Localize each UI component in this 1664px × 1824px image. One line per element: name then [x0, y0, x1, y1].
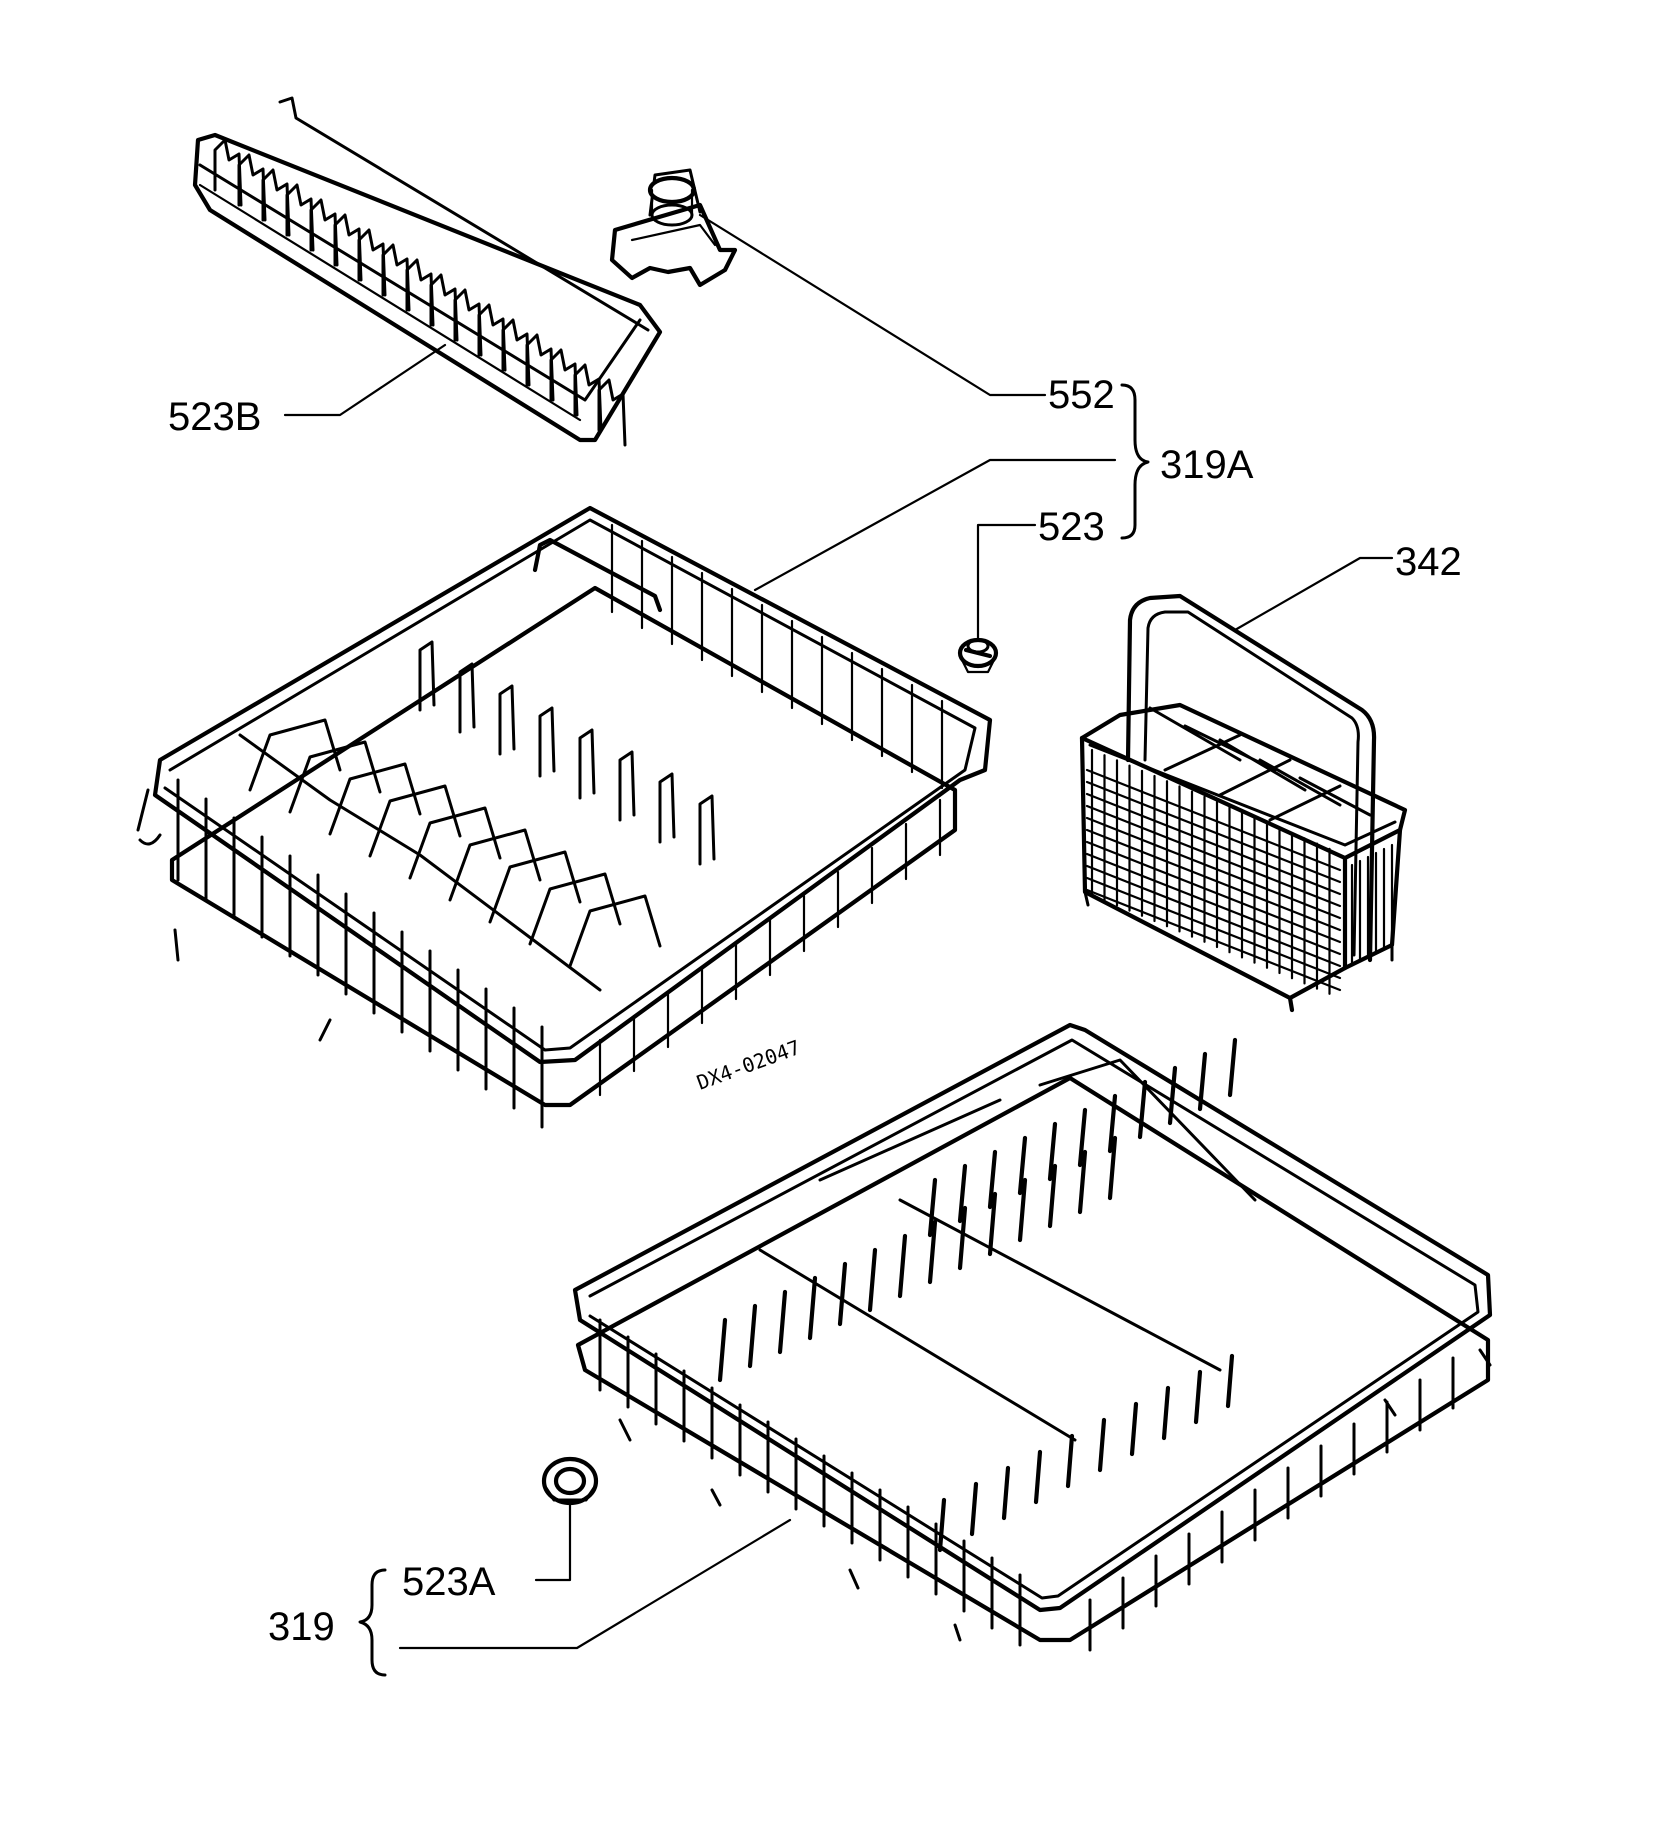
part-523b-tines — [213, 138, 627, 447]
label-523a: 523A — [402, 1560, 496, 1604]
leader-lines — [283, 213, 1394, 1650]
part-319a-side-posts — [176, 523, 944, 1129]
label-319: 319 — [268, 1605, 335, 1649]
part-523-small-roller — [957, 637, 999, 674]
part-342-cutlery-basket — [1079, 593, 1408, 1013]
part-319-wire-tines — [717, 1037, 1238, 1553]
bracket-319a — [1120, 383, 1150, 540]
part-523a-roller — [541, 1456, 599, 1506]
part-319-side-posts — [598, 1318, 1455, 1652]
bracket-319 — [358, 1568, 387, 1677]
label-552: 552 — [1048, 373, 1115, 417]
part-342-basket-mesh — [1085, 748, 1394, 995]
part-319a-upper-basket — [136, 505, 993, 1129]
part-523b-plate-support — [192, 96, 663, 447]
label-342: 342 — [1395, 540, 1462, 584]
part-319-lower-basket — [572, 1022, 1493, 1652]
label-523b: 523B — [168, 395, 261, 439]
label-523: 523 — [1038, 505, 1105, 549]
label-319a: 319A — [1160, 443, 1254, 487]
part-552-rack-wheel — [609, 168, 738, 288]
drawing-code: DX4-02047 — [694, 1035, 804, 1095]
part-319a-wire-tines — [248, 640, 716, 968]
